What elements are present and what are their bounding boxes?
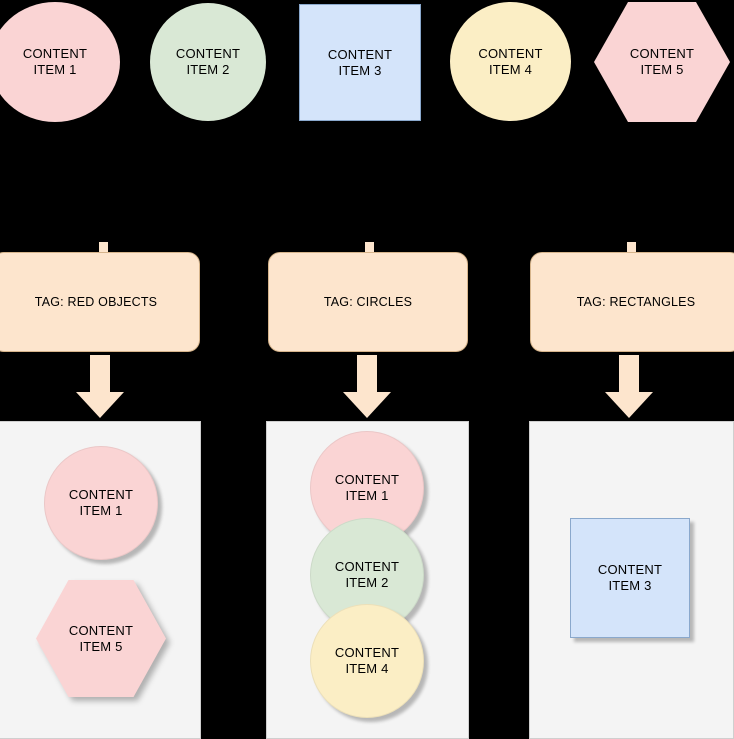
arrow-shaft	[619, 355, 639, 392]
down-arrow-icon-arrow-rectangles	[605, 355, 653, 418]
grouped-shape-p1-item1[interactable]: CONTENT ITEM 1	[44, 446, 158, 560]
arrow-shaft	[90, 355, 110, 392]
grouped-shape-label: CONTENT ITEM 2	[334, 559, 400, 590]
hexagon-icon	[594, 2, 730, 122]
grouped-shape-p2-item4[interactable]: CONTENT ITEM 4	[310, 604, 424, 718]
arrow-head	[605, 392, 653, 418]
grouped-shape-label: CONTENT ITEM 3	[597, 562, 663, 593]
arrow-head	[76, 392, 124, 418]
hexagon-icon	[36, 580, 166, 697]
grouped-shape-label: CONTENT ITEM 4	[334, 645, 400, 676]
down-arrow-icon-arrow-red-objects	[76, 355, 124, 418]
grouped-shape-label: CONTENT ITEM 1	[68, 487, 134, 518]
grouped-shape-label: CONTENT ITEM 1	[334, 472, 400, 503]
source-shape-item4[interactable]: CONTENT ITEM 4	[450, 2, 571, 121]
source-shape-label: CONTENT ITEM 2	[175, 46, 241, 77]
tag-connector-stub	[365, 242, 374, 256]
tag-box-label: TAG: RECTANGLES	[576, 295, 696, 309]
tag-box-tag-circles[interactable]: TAG: CIRCLES	[268, 252, 468, 352]
source-shape-item3[interactable]: CONTENT ITEM 3	[299, 4, 421, 121]
source-shape-label: CONTENT ITEM 4	[478, 45, 543, 77]
source-shape-label: CONTENT ITEM 3	[327, 46, 393, 78]
tag-connector-stub	[99, 242, 108, 256]
tag-box-label: TAG: RED OBJECTS	[34, 295, 158, 309]
grouped-shape-p3-item3[interactable]: CONTENT ITEM 3	[570, 518, 690, 638]
arrow-head	[343, 392, 391, 418]
grouped-shape-p1-item5[interactable]: CONTENT ITEM 5	[36, 580, 166, 697]
tag-box-tag-red-objects[interactable]: TAG: RED OBJECTS	[0, 252, 200, 352]
tag-box-tag-rectangles[interactable]: TAG: RECTANGLES	[530, 252, 734, 352]
source-shape-item1[interactable]: CONTENT ITEM 1	[0, 2, 120, 122]
source-shape-item2[interactable]: CONTENT ITEM 2	[150, 3, 266, 121]
arrow-shaft	[357, 355, 377, 392]
down-arrow-icon-arrow-circles	[343, 355, 391, 418]
tag-connector-stub	[627, 242, 636, 256]
source-shape-label: CONTENT ITEM 1	[22, 46, 88, 77]
source-shape-item5[interactable]: CONTENT ITEM 5	[594, 2, 730, 122]
tag-box-label: TAG: CIRCLES	[323, 295, 413, 309]
